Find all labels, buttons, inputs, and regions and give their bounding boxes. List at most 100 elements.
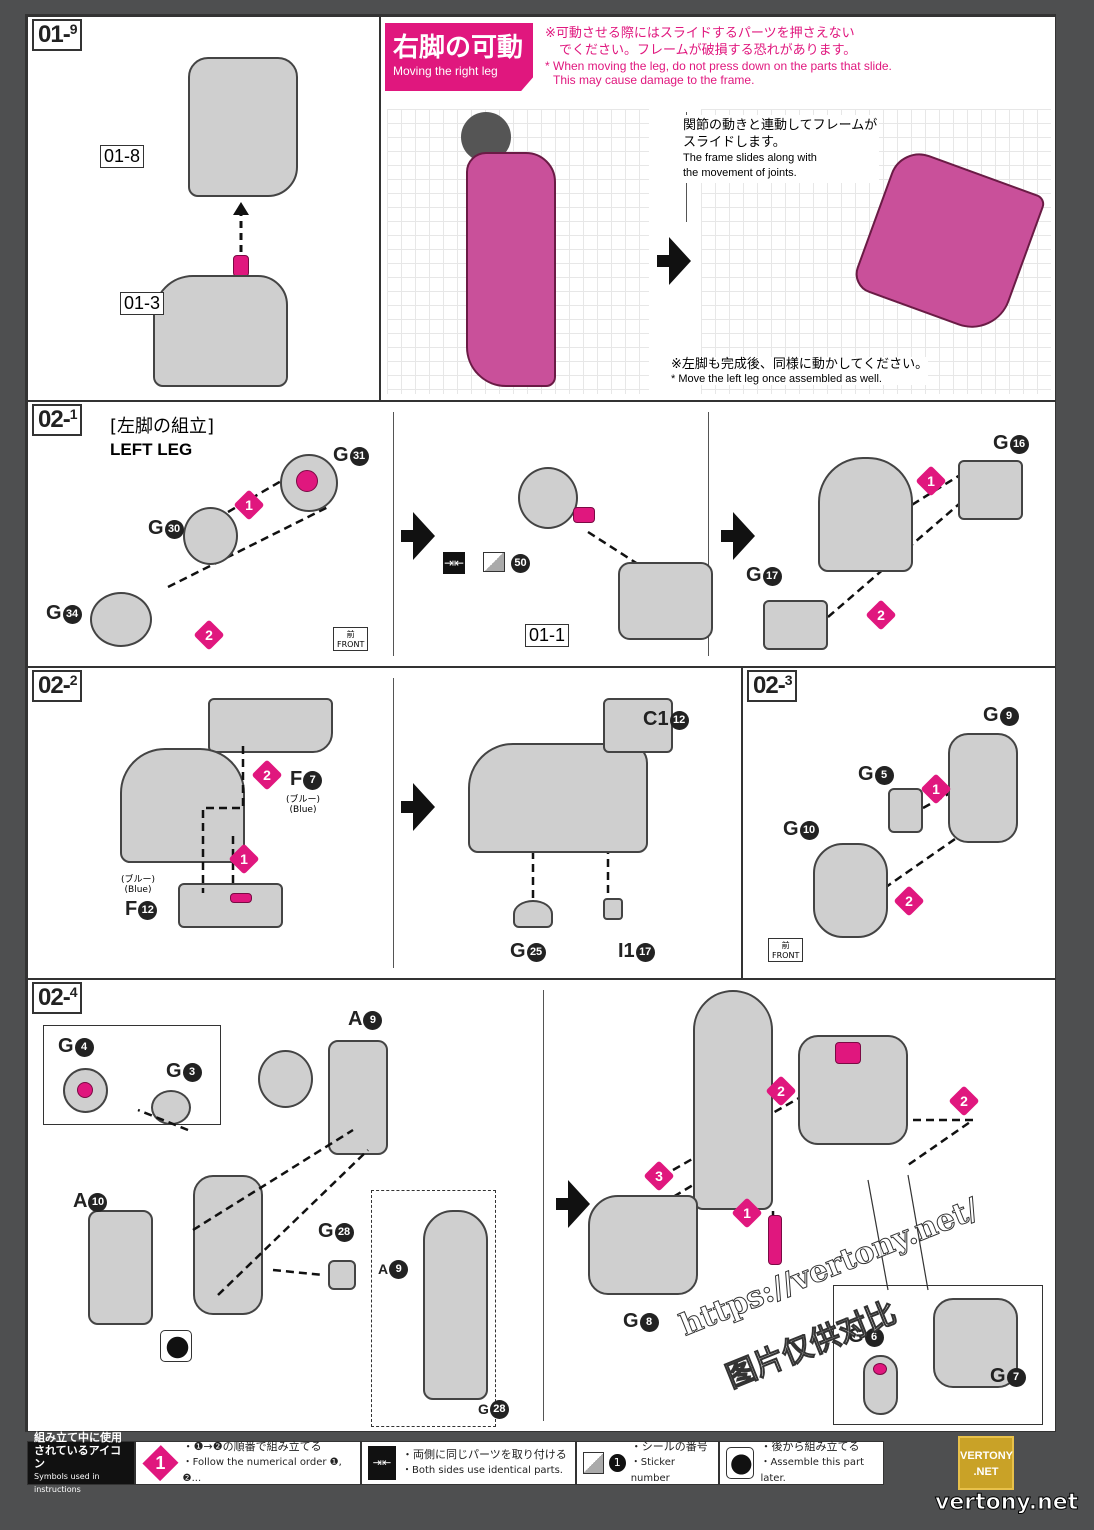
ref-01-3: 01-3 [120,292,165,315]
heading-jp: [左脚の組立] [110,416,215,437]
pink-leg-straight [466,152,556,387]
part-g10 [813,843,888,938]
lower-leg-assembly [468,743,648,853]
lower-leg-assembly [693,990,773,1210]
subtitle: Moving the right leg [393,64,498,78]
detail-box-ball [43,1025,221,1125]
arrow-right [657,237,691,285]
part-a9 [328,1040,388,1155]
arrow-right [721,512,755,560]
order-2: 2 [865,599,897,631]
arrow-right [401,783,435,831]
pin [768,1215,782,1265]
frame-note: 関節の動きと連動してフレームがスライドします。 The frame slides… [681,115,880,183]
part-f12 [178,883,283,928]
ball-joint [258,1050,313,1108]
part-g8 [588,1195,698,1295]
arrow-right [401,512,435,560]
legend-sticker: 1 ・シールの番号・Sticker number [576,1440,719,1485]
peg [573,507,595,523]
sticker-number: 50 [510,554,530,573]
upper-leg-part [188,57,298,197]
both-sides-icon: ⇥⇤ [443,552,465,574]
part-g34 [90,592,152,647]
knee-joint [518,467,578,529]
order-1: 1 [920,773,952,805]
step-number: 01-9 [32,19,83,51]
part-g3 [151,1090,191,1125]
instruction-page: 01-9 01-8 01-3 右脚の可動 Moving the right le… [25,14,1056,1432]
order-2: 2 [948,1085,980,1117]
detail-box-ankle [833,1285,1043,1425]
order-2: 2 [193,619,225,651]
title-badge: 右脚の可動 Moving the right leg [385,23,533,91]
step-number: 02-4 [32,982,83,1014]
later-icon [160,1330,192,1362]
knee-part [153,275,288,387]
order-1: 1 [731,1197,763,1229]
part-g9 [948,733,1018,843]
order-3: 3 [643,1160,675,1192]
blue-note: (ブルー)(Blue) [286,795,321,815]
step-number: 02-3 [747,670,798,702]
order-2: 2 [893,885,925,917]
lower-leg-frame [193,1175,263,1315]
step-number: 02-2 [32,670,83,702]
order-1: 1 [233,489,265,521]
left-leg-note: ※左脚も完成後、同様に動かしてください。* Move the left leg … [671,357,929,385]
peg [233,255,249,277]
part-g6 [863,1355,898,1415]
part-i1-17 [603,898,623,920]
ankle-detail [933,1298,1018,1388]
ankle-frame [798,1035,908,1145]
legend-both-sides: ⇥⇤ ・両側に同じパーツを取り付ける・Both sides use identi… [361,1441,576,1485]
legend-order: 1 ・❶→❷の順番で組み立てる・Follow the numerical ord… [135,1440,361,1485]
knee-assembly [120,748,245,863]
ref-01-1: 01-1 [525,624,570,647]
arrow-right [556,1180,590,1228]
blue-note: (ブルー)(Blue) [121,875,156,895]
order-2: 2 [765,1075,797,1107]
sticker-icon [483,552,505,572]
panel-right-leg-moving: 右脚の可動 Moving the right leg ※可動させる際にはスライド… [380,16,1056,401]
order-1: 1 [228,843,260,875]
watermark-site: vertony.net [934,1490,1079,1516]
part-g25 [513,900,553,928]
part-01-1 [618,562,713,640]
order-1: 1 [915,465,947,497]
part-g16 [958,460,1023,520]
heading-en: LEFT LEG [110,440,193,459]
ref-01-8: 01-8 [100,145,145,168]
knee-assembly [818,457,913,572]
part-a10 [88,1210,153,1325]
part-g31 [280,454,338,512]
legend-later: ・後から組み立てる・Assemble this part later. [719,1440,884,1485]
part-c1-12 [603,698,673,753]
warning: ※可動させる際にはスライドするパーツを押さえないでください。フレームが破損する恐… [545,26,892,87]
